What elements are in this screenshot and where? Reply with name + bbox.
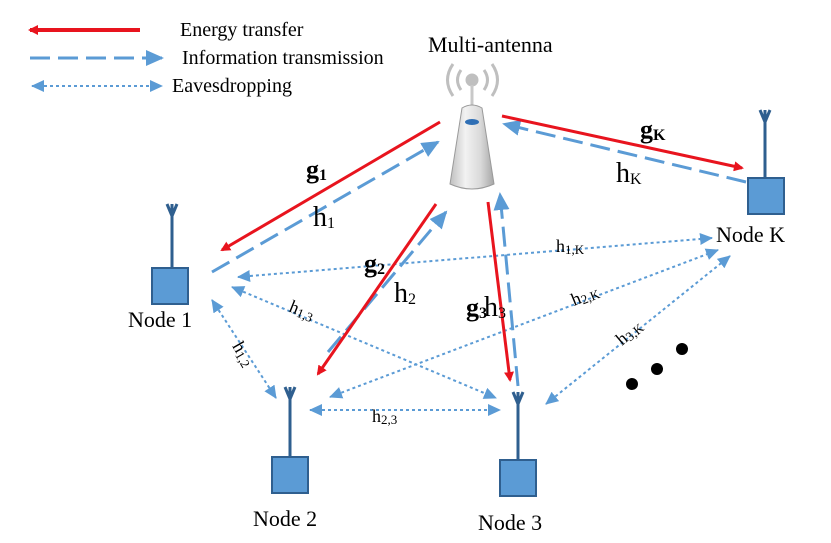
node-k: Node K bbox=[716, 109, 785, 247]
node-1-antenna-icon bbox=[165, 203, 179, 268]
label-h1k: h1,K bbox=[556, 236, 585, 257]
node-3: Node 3 bbox=[478, 391, 542, 535]
node-2-antenna-icon bbox=[283, 386, 297, 457]
node-k-antenna-icon bbox=[758, 109, 772, 178]
ellipsis-dots bbox=[626, 343, 688, 390]
eavesdropping-links bbox=[211, 233, 731, 416]
label-h1: h1 bbox=[313, 202, 335, 233]
antenna-waves-icon bbox=[446, 63, 499, 108]
eaves-link-1-2 bbox=[211, 299, 277, 399]
node-1-box-icon bbox=[151, 267, 189, 305]
label-h3k: h3,K bbox=[612, 315, 648, 350]
node-1: Node 1 bbox=[128, 203, 192, 332]
base-station: Multi-antenna bbox=[428, 32, 553, 190]
label-h2k: h2,K bbox=[568, 280, 603, 310]
label-h3: h3 bbox=[484, 292, 506, 323]
info-link-k bbox=[502, 119, 747, 184]
label-h2: h2 bbox=[394, 278, 416, 309]
node-2: Node 2 bbox=[253, 386, 317, 531]
info-link-1 bbox=[211, 140, 440, 274]
label-hk: hK bbox=[616, 158, 642, 189]
label-h23: h2,3 bbox=[372, 406, 397, 427]
legend-energy-label: Energy transfer bbox=[180, 19, 304, 41]
information-links bbox=[211, 119, 747, 387]
info-link-2 bbox=[326, 210, 448, 353]
label-h12: h1,2 bbox=[228, 338, 259, 370]
eaves-link-1-3 bbox=[231, 286, 497, 399]
label-h13: h1,3 bbox=[286, 296, 317, 325]
label-g1: g1 bbox=[306, 155, 327, 184]
energy-links bbox=[220, 114, 744, 382]
base-station-label: Multi-antenna bbox=[428, 32, 553, 57]
legend-eaves-label: Eavesdropping bbox=[172, 75, 292, 97]
legend: Energy transfer Information transmission… bbox=[28, 19, 384, 97]
node-3-antenna-icon bbox=[511, 391, 525, 460]
label-g2: g2 bbox=[364, 249, 385, 278]
energy-link-3 bbox=[486, 201, 514, 382]
energy-link-2 bbox=[316, 203, 438, 376]
label-gk: gK bbox=[640, 115, 666, 144]
node-1-label: Node 1 bbox=[128, 307, 192, 332]
node-k-label: Node K bbox=[716, 222, 785, 247]
eaves-link-1-k bbox=[237, 233, 713, 282]
energy-link-1 bbox=[220, 120, 441, 252]
node-k-box-icon bbox=[747, 177, 785, 215]
legend-info-label: Information transmission bbox=[182, 47, 384, 69]
energy-link-k bbox=[501, 114, 744, 172]
node-3-box-icon bbox=[499, 459, 537, 497]
node-2-label: Node 2 bbox=[253, 506, 317, 531]
node-3-label: Node 3 bbox=[478, 510, 542, 535]
info-link-3 bbox=[493, 192, 520, 387]
node-2-box-icon bbox=[271, 456, 309, 494]
base-station-tower-icon bbox=[449, 104, 495, 190]
